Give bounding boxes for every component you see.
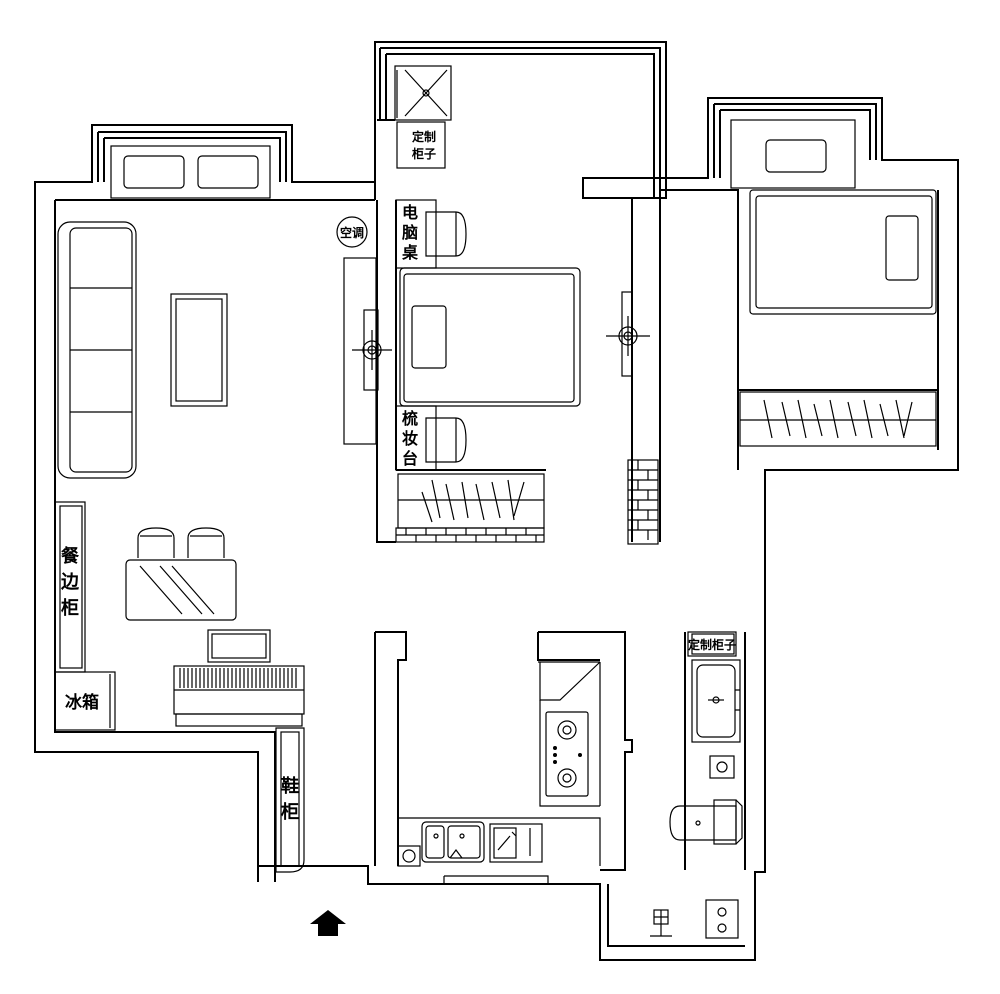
sideboard: 餐 边 柜 [54, 501, 86, 673]
cutting-board-icon [489, 823, 543, 863]
pillow-right [765, 139, 827, 173]
computer-desk-label-1: 电 [402, 203, 418, 222]
sink-icon [421, 821, 485, 863]
shower-head-icon [650, 909, 672, 937]
entrance-arrow-icon [310, 910, 346, 936]
outer-walls [34, 41, 959, 961]
ceiling-light-icon [606, 291, 650, 377]
bed-right-icon [749, 189, 937, 315]
wardrobe-middle [397, 473, 545, 529]
computer-desk-label-2: 脑 [402, 223, 418, 242]
custom-cabinet-bath: 定制柜子 [687, 631, 737, 657]
ac-unit: 空调 [336, 216, 368, 248]
floor-drain-icon [709, 755, 735, 779]
dressing-table-label-1: 梳 [402, 409, 418, 428]
sofa-icon [57, 221, 137, 479]
fridge-label: 冰箱 [65, 692, 99, 713]
wardrobe-right [739, 391, 937, 447]
dressing-table: 梳 妆 台 [395, 405, 467, 471]
pillows-left [123, 155, 259, 189]
shower-icon [394, 65, 452, 121]
tv-cabinet [343, 257, 377, 445]
sideboard-label-2: 边 [60, 572, 80, 593]
coffee-table-icon [170, 293, 228, 407]
stove-icon [545, 711, 589, 797]
ceiling-light-icon [352, 309, 392, 391]
toilet-icon [669, 799, 743, 845]
interior-walls [374, 189, 939, 947]
custom-cabinet-top-label-1: 定制 [412, 129, 436, 144]
computer-desk: 电 脑 桌 [395, 199, 467, 269]
sideboard-label-3: 柜 [61, 597, 79, 619]
custom-cabinet-top-label-2: 柜子 [411, 146, 436, 161]
sideboard-label-1: 餐 [60, 545, 80, 567]
custom-cabinet-top: 定制 柜子 [396, 121, 446, 169]
ac-label: 空调 [340, 225, 364, 240]
washer-icon [705, 899, 739, 939]
brick-wall-bottom [395, 527, 545, 543]
basin-icon [691, 659, 741, 743]
dining-table-icon [125, 527, 237, 621]
shoe-cabinet-label-1: 鞋 [281, 775, 299, 797]
computer-desk-label-3: 桌 [402, 243, 418, 262]
shoe-cabinet-label-2: 柜 [281, 801, 299, 823]
dressing-table-label-2: 妆 [402, 429, 418, 448]
dressing-table-label-3: 台 [402, 449, 418, 468]
kitchen-counter [397, 661, 601, 867]
shoe-cabinet: 鞋 柜 [275, 727, 305, 873]
entry-console [173, 629, 305, 727]
bed-icon [399, 267, 581, 407]
brick-wall-right [627, 459, 659, 545]
kitchen-window [443, 875, 549, 884]
custom-cabinet-bath-label: 定制柜子 [688, 637, 736, 652]
fridge: 冰箱 [54, 671, 116, 731]
